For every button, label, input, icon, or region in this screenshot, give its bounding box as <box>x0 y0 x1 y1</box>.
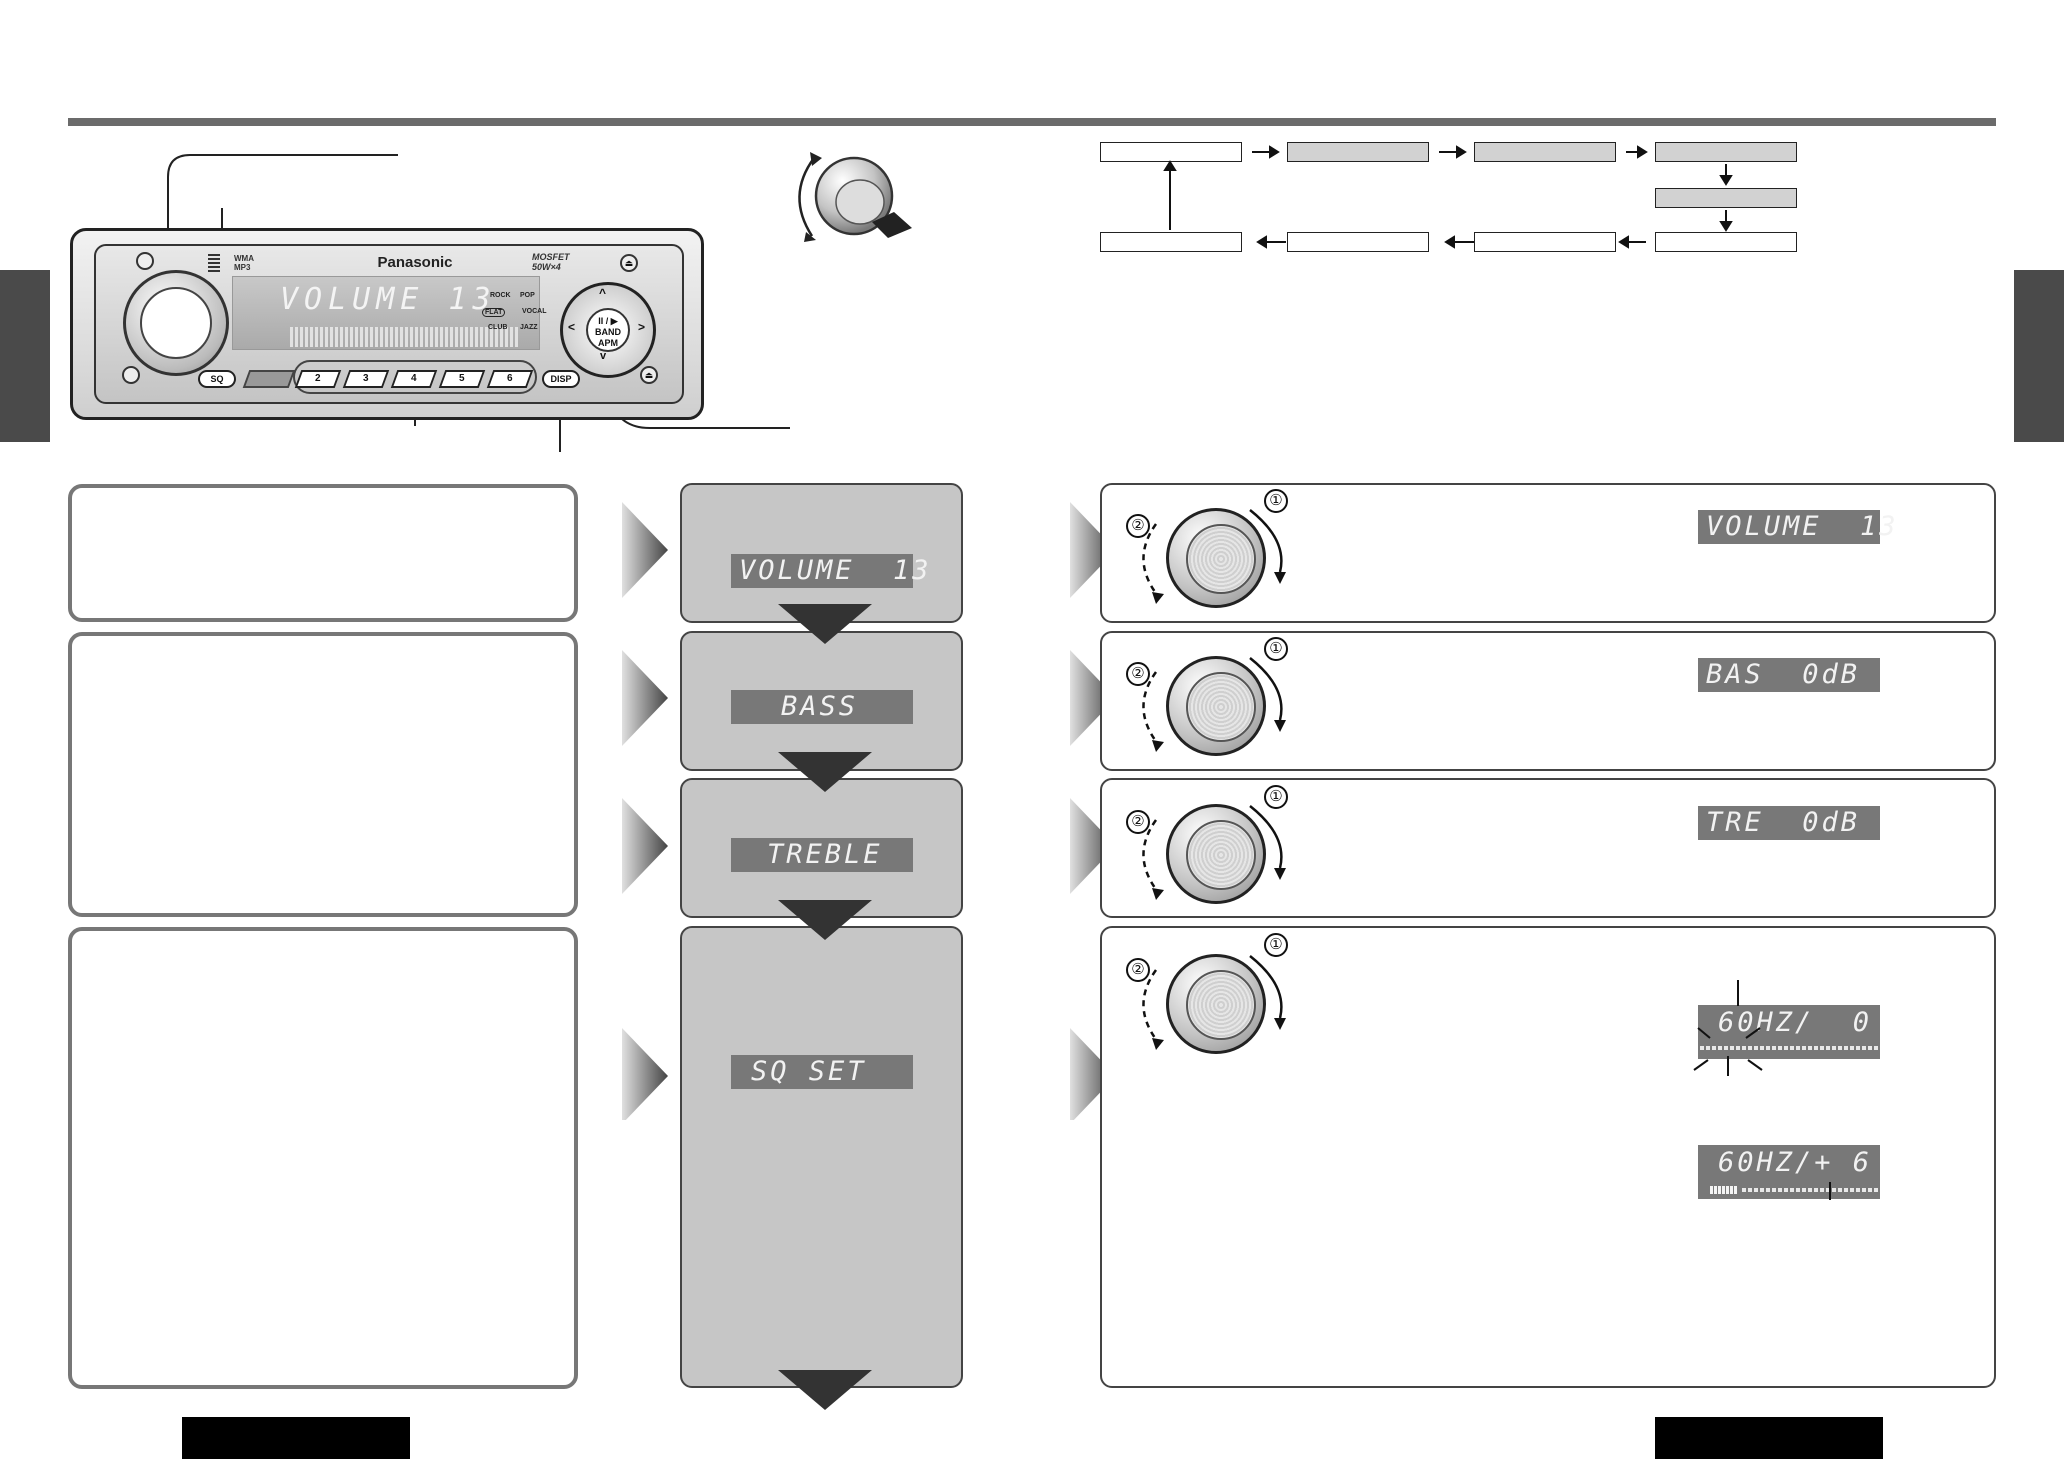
nav-down-icon[interactable]: v <box>600 350 607 362</box>
left-panel-bass-treble <box>68 632 578 917</box>
flow-box-5 <box>1655 188 1797 208</box>
nav-up-icon[interactable]: ^ <box>599 286 607 300</box>
preset-5-button[interactable]: 5 <box>438 370 486 388</box>
left-section-tab <box>0 270 50 442</box>
bass-knob-face <box>1186 672 1256 742</box>
result-treble: TRE 0dB <box>1698 806 1880 840</box>
step-2-marker: ② <box>1126 958 1150 982</box>
result-sq-freq-2: 60HZ/+ 6 <box>1698 1145 1880 1199</box>
display-sq-set: SQ SET <box>731 1055 913 1089</box>
display-treble: TREBLE <box>731 838 913 872</box>
preset-1-button[interactable] <box>242 370 296 388</box>
radio-display-text: VOLUME 13 <box>280 282 497 317</box>
mode-jazz: JAZZ <box>520 324 538 331</box>
preset-4-button[interactable]: 4 <box>390 370 438 388</box>
sq-button[interactable]: SQ <box>198 370 236 388</box>
result-sq-freq-1: 60HZ/ 0 <box>1698 1005 1880 1059</box>
power-button[interactable] <box>136 252 154 270</box>
volume-knob[interactable] <box>140 287 212 359</box>
flow-arrows <box>1163 145 1733 249</box>
step-1-marker: ① <box>1264 785 1288 809</box>
rotate-press-knob-icon <box>798 152 912 242</box>
sq-knob-face <box>1186 970 1256 1040</box>
mode-club: CLUB <box>488 324 508 331</box>
disp-button[interactable]: DISP <box>542 370 580 388</box>
footer-bar-left <box>182 1417 410 1459</box>
result-volume: VOLUME 13 <box>1698 510 1896 544</box>
display-bass: BASS <box>731 690 913 724</box>
down-arrows <box>778 604 872 1410</box>
treble-knob-face <box>1186 820 1256 890</box>
mid-panel-volume <box>680 483 963 623</box>
preset-6-button[interactable]: 6 <box>486 370 534 388</box>
flow-box-9 <box>1100 232 1242 252</box>
preset-group-outline <box>293 360 537 394</box>
radio-eq-bars <box>290 327 520 347</box>
flow-box-1 <box>1100 142 1242 162</box>
mode-vocal: VOCAL <box>522 308 547 315</box>
step-2-marker: ② <box>1126 662 1150 686</box>
flow-box-6 <box>1655 232 1797 252</box>
rotation-arrows <box>1142 509 1286 1050</box>
preset-2-button[interactable]: 2 <box>294 370 342 388</box>
brand-logo: Panasonic <box>377 254 453 271</box>
flow-box-2 <box>1287 142 1429 162</box>
reset-button[interactable] <box>122 366 140 384</box>
mode-rock: ROCK <box>490 292 511 299</box>
sq-eq-level-block <box>1710 1186 1738 1194</box>
result-bass: BAS 0dB <box>1698 658 1880 692</box>
step-1-marker: ① <box>1264 489 1288 513</box>
cd-slot-icon <box>208 254 220 274</box>
volume-knob-face <box>1186 524 1256 594</box>
top-rule <box>68 118 1996 126</box>
display-volume: VOLUME 13 <box>731 554 929 588</box>
step-1-marker: ① <box>1264 637 1288 661</box>
preset-3-button[interactable]: 3 <box>342 370 390 388</box>
left-panel-volume <box>68 484 578 622</box>
nav-left-icon[interactable]: < <box>568 320 576 334</box>
flow-box-3 <box>1474 142 1616 162</box>
mode-pop: POP <box>520 292 535 299</box>
eject-button[interactable]: ⏏ <box>620 254 638 272</box>
left-panel-sq <box>68 927 578 1389</box>
step-1-marker: ① <box>1264 933 1288 957</box>
open-button[interactable]: ⏏ <box>640 366 658 384</box>
footer-bar-right <box>1655 1417 1883 1459</box>
sq-eq-scale-1 <box>1700 1046 1878 1050</box>
mode-flat: FLAT <box>482 308 506 317</box>
mid-panel-sq <box>680 926 963 1388</box>
flow-box-8 <box>1287 232 1429 252</box>
nav-right-icon[interactable]: > <box>638 320 646 334</box>
right-section-tab <box>2014 270 2064 442</box>
sq-callout-lines <box>1693 980 1831 1200</box>
step-arrows <box>622 502 1116 1120</box>
step-2-marker: ② <box>1126 810 1150 834</box>
sq-eq-scale-2 <box>1742 1188 1878 1192</box>
step-2-marker: ② <box>1126 514 1150 538</box>
flow-box-4 <box>1655 142 1797 162</box>
flow-box-7 <box>1474 232 1616 252</box>
